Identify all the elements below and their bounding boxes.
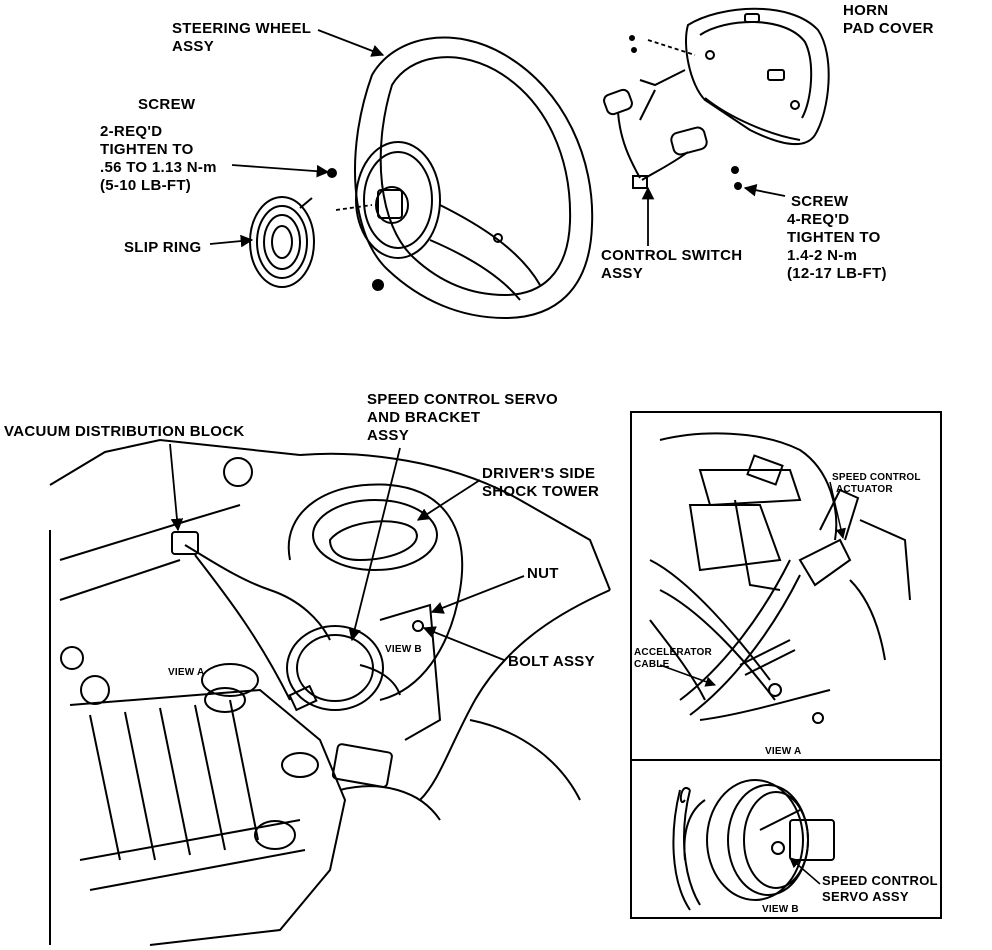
horn-pad-drawing [685, 7, 830, 146]
label-line: STEERING WHEEL [172, 20, 312, 37]
steering-leaders [209, 29, 786, 248]
label-line: VIEW B [762, 904, 799, 915]
label-line: ACCELERATOR [634, 647, 712, 658]
label-line: AND BRACKET [367, 409, 481, 426]
label-line: SHOCK TOWER [482, 483, 600, 500]
slip-ring-drawing [249, 196, 315, 288]
label-screw-left: SCREW [138, 96, 195, 114]
engine-bay-drawing [49, 438, 611, 946]
label-line: ACTUATOR [836, 484, 893, 495]
label-line: CABLE [634, 659, 670, 670]
label-screw-left-spec: 2-REQ'D TIGHTEN TO .56 TO 1.13 N-m (5-10… [100, 123, 217, 195]
label-line: HORN [843, 2, 889, 19]
label-line: SPEED CONTROL [832, 472, 921, 483]
label-line: SPEED CONTROL [822, 873, 938, 888]
detail-panel-frame [630, 411, 942, 919]
label-screw-right: SCREW 4-REQ'D TIGHTEN TO 1.4-2 N-m (12-1… [787, 193, 887, 283]
label-line: CONTROL SWITCH [601, 247, 743, 264]
label-line: ASSY [172, 38, 215, 55]
label-speed-control-actuator: SPEED CONTROL ACTUATOR [832, 472, 921, 496]
label-line: PAD COVER [843, 20, 934, 37]
engine-leaders [169, 443, 525, 661]
label-line: NUT [527, 565, 559, 582]
label-line: ASSY [601, 265, 644, 282]
label-line: (12-17 LB-FT) [787, 265, 887, 282]
label-line: BOLT ASSY [508, 653, 595, 670]
label-line: VIEW B [385, 644, 422, 655]
view-b-leaders [789, 857, 821, 885]
label-slip-ring: SLIP RING [124, 239, 201, 257]
view-b-drawing [672, 779, 835, 911]
screw-drawings [327, 35, 742, 291]
label-line: SLIP RING [124, 239, 202, 256]
label-line: 4-REQ'D [787, 211, 850, 228]
label-vacuum-distribution-block: VACUUM DISTRIBUTION BLOCK [4, 423, 245, 441]
control-switch-drawing [603, 69, 708, 189]
label-line: SPEED CONTROL SERVO [367, 391, 559, 408]
label-horn-pad-cover: HORN PAD COVER [843, 2, 934, 38]
label-line: SCREW [138, 96, 196, 113]
label-line: TIGHTEN TO [787, 229, 881, 246]
label-line: SERVO ASSY [822, 889, 909, 904]
label-line: .56 TO 1.13 N-m [100, 159, 217, 176]
label-control-switch-assy: CONTROL SWITCH ASSY [601, 247, 742, 283]
label-line: ASSY [367, 427, 410, 444]
label-speed-control-servo-assy: SPEED CONTROL SERVO ASSY [822, 873, 938, 905]
label-view-b-tag: VIEW B [385, 644, 422, 656]
label-line: (5-10 LB-FT) [100, 177, 192, 194]
label-bolt-assy: BOLT ASSY [508, 653, 595, 671]
label-line: 2-REQ'D [100, 123, 163, 140]
label-line: VACUUM DISTRIBUTION BLOCK [4, 423, 245, 440]
label-steering-wheel-assy: STEERING WHEEL ASSY [172, 20, 311, 56]
view-a-leaders [659, 481, 846, 687]
label-view-a-tag: VIEW A [168, 667, 204, 679]
view-a-drawing [649, 432, 911, 724]
label-line: TIGHTEN TO [100, 141, 194, 158]
label-drivers-side-shock-tower: DRIVER'S SIDE SHOCK TOWER [482, 465, 599, 501]
label-nut: NUT [527, 565, 559, 583]
label-view-a-caption: VIEW A [765, 746, 801, 758]
label-speed-control-servo-bracket: SPEED CONTROL SERVO AND BRACKET ASSY [367, 391, 558, 445]
label-accelerator-cable: ACCELERATOR CABLE [634, 647, 712, 671]
label-line: VIEW A [168, 667, 205, 678]
label-line: 1.4-2 N-m [787, 247, 858, 264]
label-line: DRIVER'S SIDE [482, 465, 596, 482]
label-line: VIEW A [765, 746, 802, 757]
label-line: SCREW [791, 193, 849, 210]
steering-wheel-drawing [354, 36, 594, 320]
label-view-b-caption: VIEW B [762, 904, 799, 916]
